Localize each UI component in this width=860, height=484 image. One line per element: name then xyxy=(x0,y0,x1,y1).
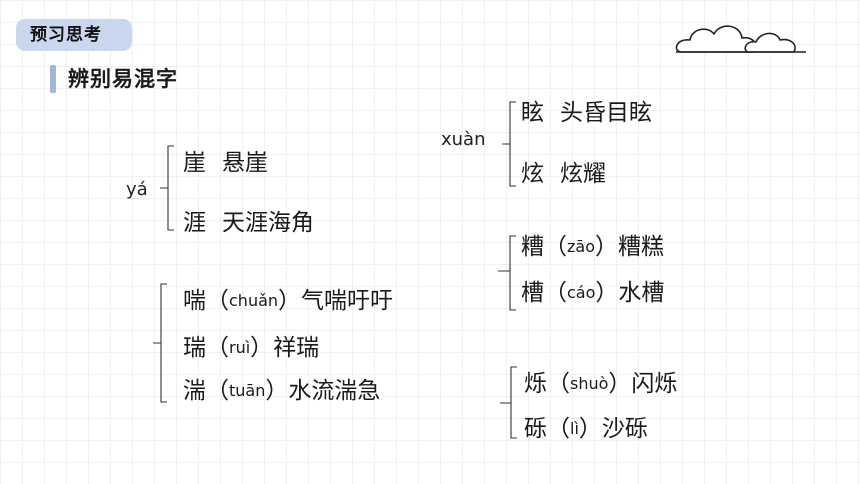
list-item: 湍（tuān）水流湍急 xyxy=(183,378,381,404)
cloud-icon xyxy=(675,25,796,53)
pinyin-label-xuan: xuàn xyxy=(441,129,486,150)
page-title: 辨别易混字 xyxy=(68,67,178,91)
list-item: 瑞（ruì）祥瑞 xyxy=(183,335,320,361)
pinyin-label-ya: yá xyxy=(126,179,148,200)
list-item: 槽（cáo）水槽 xyxy=(521,280,665,306)
list-item: 炫炫耀 xyxy=(521,161,606,187)
list-item: 砾（lì）沙砾 xyxy=(524,416,648,442)
list-item: 涯天涯海角 xyxy=(183,210,314,236)
list-item: 喘（chuǎn）气喘吁吁 xyxy=(183,288,394,314)
title-accent-bar xyxy=(50,65,56,93)
list-item: 崖悬崖 xyxy=(183,150,268,176)
list-item: 糟（zāo）糟糕 xyxy=(521,234,664,260)
badge-label: 预习思考 xyxy=(30,25,102,45)
list-item: 烁（shuò）闪烁 xyxy=(524,371,678,397)
section-badge: 预习思考 xyxy=(16,19,132,51)
list-item: 眩头昏目眩 xyxy=(521,100,652,126)
